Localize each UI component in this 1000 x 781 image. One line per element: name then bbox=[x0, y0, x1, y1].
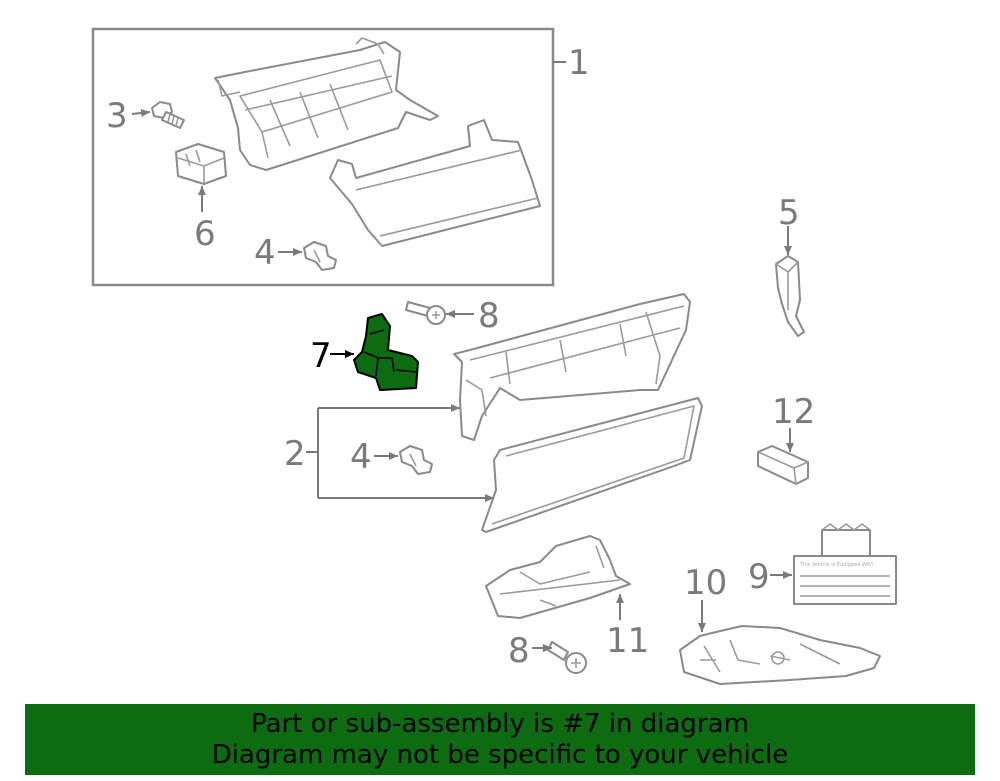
callout-1: 1 bbox=[568, 43, 590, 83]
screw-part-8-lower bbox=[547, 641, 587, 674]
callout-8-upper: 8 bbox=[478, 296, 500, 336]
callout-9: 9 bbox=[748, 557, 770, 597]
notice-banner: Part or sub-assembly is #7 in diagram Di… bbox=[25, 704, 975, 775]
label-part-9: This Vehicle is Equipped With bbox=[793, 523, 897, 605]
callout-4-upper: 4 bbox=[254, 233, 276, 273]
callout-12: 12 bbox=[772, 392, 815, 432]
callout-6: 6 bbox=[194, 214, 216, 254]
callout-10: 10 bbox=[684, 563, 727, 603]
callout-7: 7 bbox=[310, 336, 332, 376]
assembly-1-box bbox=[91, 27, 555, 287]
callout-11: 11 bbox=[606, 621, 649, 661]
bracket-part-7-highlighted bbox=[353, 313, 419, 391]
reinforcement-part-11 bbox=[485, 535, 631, 619]
glove-box-door-upper bbox=[329, 119, 541, 247]
glove-box-door-lower bbox=[481, 397, 703, 533]
callout-2: 2 bbox=[284, 434, 306, 474]
cushion-part-4-upper bbox=[303, 241, 337, 271]
label-part-9-text: This Vehicle is Equipped With bbox=[799, 562, 873, 568]
trim-panel-part-10 bbox=[679, 625, 881, 685]
callout-8-lower: 8 bbox=[508, 631, 530, 671]
callout-5: 5 bbox=[778, 193, 800, 233]
glove-box-housing-upper bbox=[214, 37, 439, 171]
glove-box-housing-lower bbox=[453, 293, 691, 441]
leader-3 bbox=[131, 109, 151, 117]
banner-line-2: Diagram may not be specific to your vehi… bbox=[211, 740, 789, 770]
damper-part-5 bbox=[775, 255, 805, 337]
screw-part-8-upper bbox=[405, 301, 446, 325]
callout-3: 3 bbox=[106, 96, 128, 136]
callout-4-lower: 4 bbox=[350, 437, 372, 477]
bolt-part-3 bbox=[151, 101, 185, 129]
cushion-part-4-lower bbox=[399, 445, 433, 475]
parts-diagram: 1 3 6 4 5 bbox=[91, 27, 897, 685]
banner-line-1: Part or sub-assembly is #7 in diagram bbox=[251, 709, 749, 739]
clip-part-6 bbox=[175, 143, 227, 185]
clip-part-12 bbox=[757, 445, 809, 485]
